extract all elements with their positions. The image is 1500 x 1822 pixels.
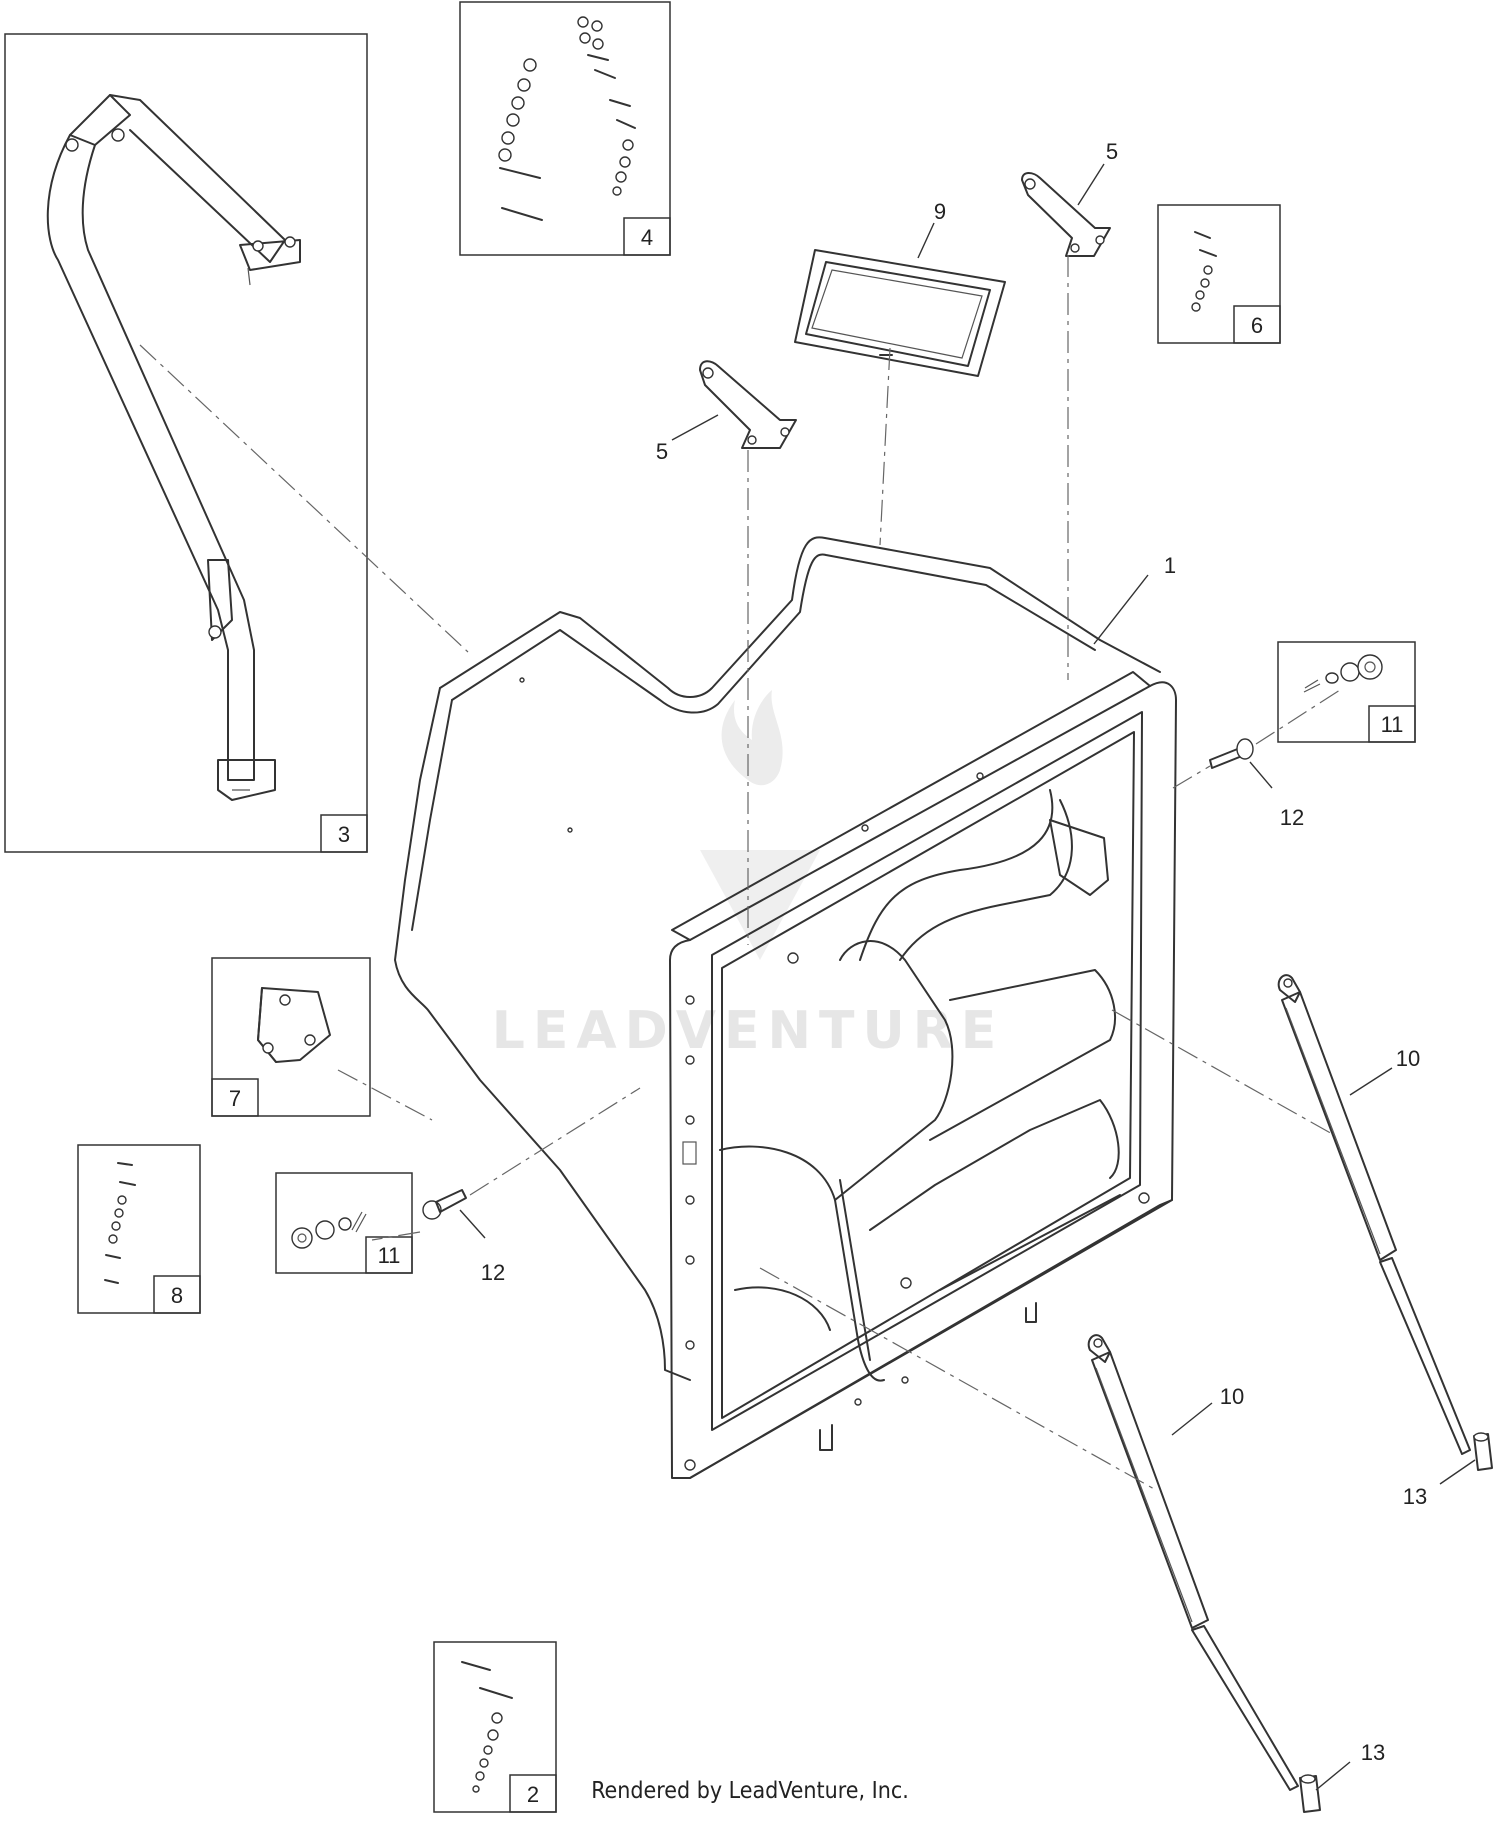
pivot-pin-lower[interactable] bbox=[422, 1189, 467, 1220]
watermark-text: LEADVENTURE bbox=[492, 1001, 1005, 1061]
assembly-lines bbox=[139, 255, 1341, 1491]
callout-10-right: 10 bbox=[1396, 1046, 1420, 1071]
bagger-hopper[interactable] bbox=[394, 536, 1177, 1479]
kit-box-cover-plate[interactable]: 7 bbox=[211, 957, 371, 1117]
kit-number-4: 4 bbox=[641, 225, 653, 250]
kit-number-2: 2 bbox=[527, 1782, 539, 1807]
kit-number-6: 6 bbox=[1251, 313, 1263, 338]
mount-bracket-right[interactable] bbox=[1021, 172, 1111, 257]
callout-5-left: 5 bbox=[656, 439, 668, 464]
rod-end-right[interactable] bbox=[1473, 1432, 1493, 1471]
pivot-pin-right[interactable] bbox=[1209, 738, 1254, 769]
kit-number-8: 8 bbox=[171, 1283, 183, 1308]
kit-number-11-lower: 11 bbox=[378, 1243, 401, 1268]
watermark: LEADVENTURE bbox=[492, 690, 1005, 1061]
callout-1: 1 bbox=[1164, 553, 1176, 578]
callout-12-lower: 12 bbox=[481, 1260, 505, 1285]
kit-box-pin-hardware-lower[interactable]: 11 bbox=[275, 1172, 413, 1274]
callout-12-right: 12 bbox=[1280, 805, 1304, 830]
rod-end-lower[interactable] bbox=[1299, 1774, 1321, 1813]
callout-10-lower: 10 bbox=[1220, 1384, 1244, 1409]
kit-number-11-upper: 11 bbox=[1381, 712, 1404, 737]
mount-bracket-left[interactable] bbox=[699, 360, 797, 449]
gas-strut-right[interactable] bbox=[1277, 974, 1471, 1455]
kit-number-7: 7 bbox=[229, 1086, 241, 1111]
vent-screen[interactable] bbox=[794, 249, 1006, 377]
callouts: 1 5 5 9 10 10 12 12 13 13 bbox=[459, 139, 1476, 1791]
kit-box-hardware-8[interactable]: 8 bbox=[77, 1144, 201, 1314]
kit-box-handle[interactable]: 3 bbox=[4, 33, 368, 853]
footer-credit: Rendered by LeadVenture, Inc. bbox=[591, 1778, 909, 1804]
kit-box-hardware-6[interactable]: 6 bbox=[1157, 204, 1281, 344]
callout-5-right: 5 bbox=[1106, 139, 1118, 164]
callout-9: 9 bbox=[934, 199, 946, 224]
callout-13-right: 13 bbox=[1403, 1484, 1427, 1509]
kit-box-hardware-4[interactable]: 4 bbox=[459, 1, 671, 256]
kit-box-hardware-2[interactable]: 2 bbox=[433, 1641, 557, 1813]
kit-box-pin-hardware-upper[interactable]: 11 bbox=[1277, 641, 1416, 743]
gas-strut-lower[interactable] bbox=[1087, 1334, 1299, 1791]
callout-13-lower: 13 bbox=[1361, 1740, 1385, 1765]
kit-number-3: 3 bbox=[338, 822, 350, 847]
